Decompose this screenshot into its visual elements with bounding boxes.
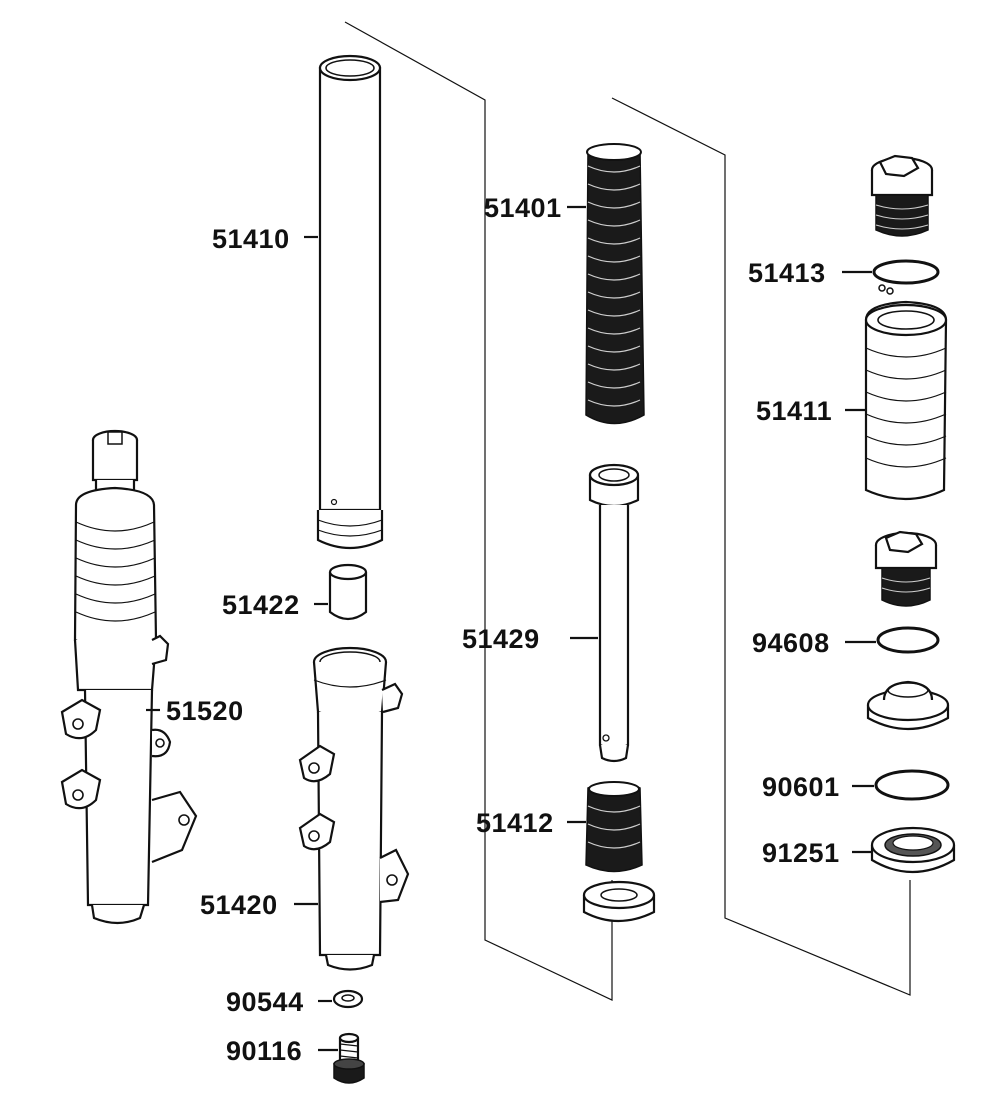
leader-lines bbox=[146, 205, 876, 1052]
spacer-part bbox=[582, 880, 656, 922]
label-90116: 90116 bbox=[226, 1036, 302, 1066]
label-51429: 51429 bbox=[462, 624, 540, 654]
left-fork-assembly-part bbox=[60, 429, 198, 925]
label-51412: 51412 bbox=[476, 808, 554, 838]
label-90544: 90544 bbox=[226, 987, 304, 1017]
label-94608: 94608 bbox=[752, 628, 830, 658]
grouping-frame-right bbox=[611, 97, 911, 996]
label-51401: 51401 bbox=[484, 193, 562, 223]
label-51420: 51420 bbox=[200, 890, 278, 920]
label-90601: 90601 bbox=[762, 772, 840, 802]
bolt-90116-part bbox=[333, 1032, 365, 1084]
bushing-part bbox=[328, 563, 368, 621]
grouping-frame-left bbox=[344, 21, 613, 1001]
oil-seal-91251-part bbox=[870, 826, 956, 874]
fork-spring-part bbox=[585, 143, 645, 425]
circlip-part bbox=[872, 259, 940, 295]
label-51410: 51410 bbox=[212, 224, 290, 254]
label-51422: 51422 bbox=[222, 590, 300, 620]
o-ring-94608-part bbox=[876, 626, 940, 654]
plug-bolt-part bbox=[874, 530, 938, 607]
rebound-spring-part bbox=[585, 781, 643, 873]
seal-holder-part bbox=[866, 680, 950, 731]
outer-tube-part bbox=[298, 646, 410, 971]
label-91251: 91251 bbox=[762, 838, 840, 868]
o-ring-90601-part bbox=[874, 769, 950, 801]
dust-boot-part bbox=[864, 300, 948, 501]
label-51520: 51520 bbox=[166, 696, 244, 726]
part-labels: 51410 51422 51520 51420 90544 90116 5140… bbox=[166, 193, 840, 1066]
label-51413: 51413 bbox=[748, 258, 826, 288]
label-51411: 51411 bbox=[756, 396, 832, 426]
inner-tube-part bbox=[316, 54, 384, 550]
top-cap-bolt-part bbox=[870, 154, 934, 237]
damper-rod-part bbox=[588, 463, 640, 763]
washer-90544-part bbox=[332, 989, 364, 1009]
